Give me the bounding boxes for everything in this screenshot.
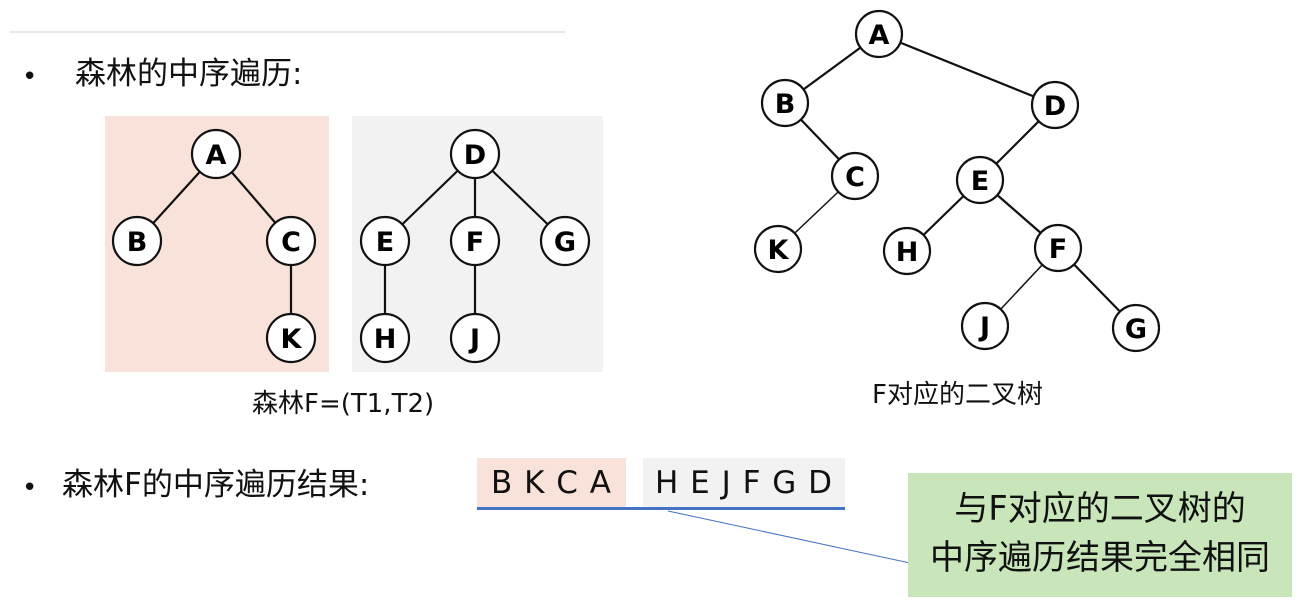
bt-node-F: F [1033, 223, 1083, 273]
bt-node-A: A [854, 9, 904, 59]
node-label: B [775, 89, 796, 120]
bt-node-J: J [960, 301, 1010, 351]
tree2-panel: D E F G H J [352, 116, 603, 372]
node-label: H [374, 324, 397, 355]
node-label: A [869, 20, 890, 51]
tree2-node-E: E [359, 215, 411, 267]
callout-line1: 与F对应的二叉树的 [954, 489, 1246, 529]
sequence-underline [477, 507, 845, 510]
top-divider [10, 31, 565, 33]
callout-connector [667, 510, 911, 564]
node-label: K [281, 324, 303, 355]
callout-line2: 中序遍历结果完全相同 [930, 538, 1270, 578]
node-label: E [971, 166, 989, 197]
forest-caption: 森林F=(T1,T2) [252, 389, 435, 419]
node-label: C [845, 162, 865, 193]
node-label: B [127, 227, 148, 258]
node-label: A [206, 140, 227, 171]
node-label: G [1125, 314, 1147, 345]
section2-heading: 森林F的中序遍历结果: [62, 467, 370, 503]
bt-node-K: K [753, 224, 803, 274]
tree2-svg: D E F G H J [359, 128, 591, 364]
bt-node-H: H [882, 226, 932, 276]
node-label: C [281, 227, 301, 258]
tree2-node-H: H [359, 312, 411, 364]
bt-node-C: C [830, 151, 880, 201]
bt-node-E: E [955, 155, 1005, 205]
tree1-node-C: C [265, 215, 317, 267]
callout-box: 与F对应的二叉树的 中序遍历结果完全相同 [908, 473, 1292, 597]
node-label: E [376, 227, 394, 258]
sequence-tree1: B K C A [477, 458, 626, 508]
tree2-node-F: F [449, 215, 501, 267]
binary-tree-svg: A B D C E K H F J G [753, 9, 1161, 353]
tree2-node-D: D [449, 128, 501, 180]
tree1-node-A: A [190, 128, 242, 180]
bt-node-B: B [760, 78, 810, 128]
bt-node-D: D [1030, 80, 1080, 130]
section1-heading: 森林的中序遍历: [75, 56, 303, 92]
tree1-panel: A B C K [105, 116, 329, 372]
tree1-node-B: B [111, 215, 163, 267]
bt-node-G: G [1111, 303, 1161, 353]
node-label: J [468, 324, 480, 355]
bullet-2: • [22, 473, 38, 503]
node-label: F [1049, 234, 1067, 265]
node-label: D [1044, 91, 1066, 122]
node-label: K [768, 235, 790, 266]
binary-tree-caption: F对应的二叉树 [872, 380, 1043, 410]
node-label: H [896, 237, 919, 268]
edge-A-D [878, 32, 1056, 107]
bullet-1: • [22, 62, 38, 92]
tree2-node-J: J [449, 312, 501, 364]
sequence-tree2: H E J F G D [643, 458, 845, 508]
tree1-svg: A B C K [111, 128, 317, 364]
node-label: D [464, 140, 486, 171]
tree1-node-K: K [265, 312, 317, 364]
tree2-node-G: G [539, 215, 591, 267]
node-label: J [978, 312, 990, 343]
node-label: F [466, 227, 484, 258]
node-label: G [554, 227, 576, 258]
